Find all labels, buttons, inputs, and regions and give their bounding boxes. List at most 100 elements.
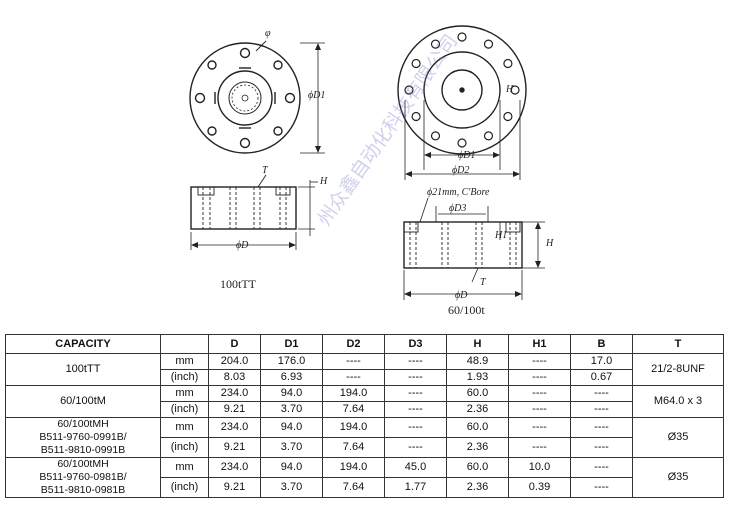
table-row: (inch) 9.21 3.70 7.64 ---- 2.36 ---- ---… xyxy=(6,437,724,458)
header-unit xyxy=(160,334,209,354)
left-hole xyxy=(239,47,251,59)
value-cell: 176.0 xyxy=(260,353,323,370)
value-cell: 10.0 xyxy=(508,457,571,478)
thread-cell: Ø35 xyxy=(632,417,724,458)
unit-cell: (inch) xyxy=(160,477,209,498)
right-inner-circle xyxy=(423,51,501,129)
value-cell: 60.0 xyxy=(446,385,509,402)
value-cell: ---- xyxy=(570,385,633,402)
header-h1: H1 xyxy=(508,334,571,354)
value-cell: ---- xyxy=(570,417,633,438)
value-cell: ---- xyxy=(508,417,571,438)
table-row: (inch) 9.21 3.70 7.64 ---- 2.36 ---- ---… xyxy=(6,401,724,418)
value-cell: 2.36 xyxy=(446,437,509,458)
unit-cell: (inch) xyxy=(160,369,209,386)
value-cell: ---- xyxy=(508,401,571,418)
value-cell: ---- xyxy=(384,417,447,438)
value-cell: 45.0 xyxy=(384,457,447,478)
value-cell: 17.0 xyxy=(570,353,633,370)
table-row: (inch) 8.03 6.93 ---- ---- 1.93 ---- 0.6… xyxy=(6,369,724,386)
table-row: 100tTT mm 204.0 176.0 ---- ---- 48.9 ---… xyxy=(5,353,724,386)
value-cell: 194.0 xyxy=(322,385,385,402)
model-name: 60/100tMH xyxy=(57,418,109,430)
drawings-svg xyxy=(189,25,545,300)
value-cell: 7.64 xyxy=(322,401,385,418)
value-cell: 48.9 xyxy=(446,353,509,370)
model-name: 100tTT xyxy=(65,363,101,375)
value-cell: 3.70 xyxy=(260,477,323,498)
left-inner-circle xyxy=(217,70,273,126)
unit-cell: (inch) xyxy=(160,437,209,458)
table-row: (inch) 9.21 3.70 7.64 1.77 2.36 0.39 ---… xyxy=(6,477,724,498)
unit-cell: mm xyxy=(160,417,209,438)
value-cell: 94.0 xyxy=(260,385,323,402)
value-cell: 3.70 xyxy=(260,437,323,458)
model-cell: 60/100tMH B511-9760-0981B/ B511-9810-098… xyxy=(5,457,161,498)
value-cell: 1.77 xyxy=(384,477,447,498)
value-cell: 0.67 xyxy=(570,369,633,386)
header-capacity: CAPACITY xyxy=(5,334,161,354)
spec-table: CAPACITY D D1 D2 D3 H H1 B T 100tTT mm 2… xyxy=(5,334,724,498)
header-h: H xyxy=(446,334,509,354)
technical-drawings: φ ϕD1 T H ϕD 100tTT H ϕD1 ϕD2 ϕ21mm, C'B… xyxy=(189,25,553,317)
model-name: 60/100tMH xyxy=(57,458,109,470)
unit-cell: mm xyxy=(160,353,209,370)
value-cell: ---- xyxy=(384,385,447,402)
model-cell: 60/100tMH B511-9760-0991B/ B511-9810-099… xyxy=(5,417,161,458)
header-b: B xyxy=(570,334,633,354)
model-name: 60/100tM xyxy=(60,395,106,407)
value-cell: 0.39 xyxy=(508,477,571,498)
table-header-row: CAPACITY D D1 D2 D3 H H1 B T xyxy=(5,334,724,354)
unit-cell: mm xyxy=(160,457,209,478)
right-bore-label: ϕ21mm, C'Bore xyxy=(427,187,490,198)
model-part-number: B511-9760-0981B/ xyxy=(39,471,127,483)
value-cell: 204.0 xyxy=(208,353,261,370)
model-cell: 100tTT xyxy=(5,353,161,386)
value-cell: 3.70 xyxy=(260,401,323,418)
left-phi-label: φ xyxy=(265,28,271,39)
value-cell: 194.0 xyxy=(322,417,385,438)
value-cell: 8.03 xyxy=(208,369,261,386)
value-cell: 94.0 xyxy=(260,457,323,478)
header-d: D xyxy=(208,334,261,354)
value-cell: ---- xyxy=(322,369,385,386)
right-t-label: T xyxy=(480,277,486,288)
value-cell: ---- xyxy=(508,353,571,370)
value-cell: 234.0 xyxy=(208,417,261,438)
left-bore-circle xyxy=(228,81,262,115)
value-cell: ---- xyxy=(570,477,633,498)
right-drawing-caption: 60/100t xyxy=(448,303,485,317)
right-h1-label: H1 xyxy=(495,230,508,241)
left-t-label: T xyxy=(262,165,268,176)
header-d2: D2 xyxy=(322,334,385,354)
value-cell: 234.0 xyxy=(208,385,261,402)
right-side-body xyxy=(403,221,523,269)
value-cell: ---- xyxy=(384,437,447,458)
left-side-body xyxy=(190,186,297,230)
model-cell: 60/100tM xyxy=(5,385,161,418)
value-cell: 94.0 xyxy=(260,417,323,438)
table-row: 60/100tM mm 234.0 94.0 194.0 ---- 60.0 -… xyxy=(5,385,724,418)
value-cell: 2.36 xyxy=(446,401,509,418)
header-d1: D1 xyxy=(260,334,323,354)
left-drawing-caption: 100tTT xyxy=(220,277,256,291)
value-cell: 60.0 xyxy=(446,457,509,478)
value-cell: ---- xyxy=(508,437,571,458)
left-h-label: H xyxy=(320,176,328,187)
value-cell: 9.21 xyxy=(208,437,261,458)
left-d1-label: ϕD1 xyxy=(308,90,326,101)
table-row: 60/100tMH B511-9760-0991B/ B511-9810-099… xyxy=(5,417,724,458)
header-t: T xyxy=(632,334,724,354)
value-cell: 9.21 xyxy=(208,477,261,498)
value-cell: 234.0 xyxy=(208,457,261,478)
value-cell: ---- xyxy=(384,369,447,386)
unit-cell: mm xyxy=(160,385,209,402)
right-d3-label: ϕD3 xyxy=(449,203,467,214)
model-part-number: B511-9810-0991B xyxy=(40,444,126,456)
thread-cell: 21/2-8UNF xyxy=(632,353,724,386)
table-row: 60/100tMH B511-9760-0981B/ B511-9810-098… xyxy=(5,457,724,498)
left-outer-circle xyxy=(189,42,301,154)
value-cell: 7.64 xyxy=(322,477,385,498)
unit-cell: (inch) xyxy=(160,401,209,418)
right-outer-circle xyxy=(397,25,527,155)
